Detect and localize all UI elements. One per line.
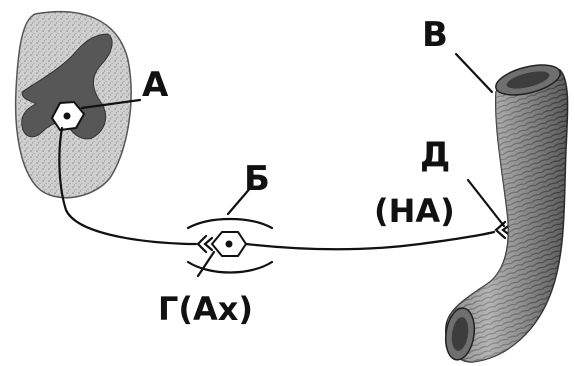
label-d: Д (420, 135, 450, 175)
label-a: А (142, 65, 169, 105)
neuron-a-nucleus (64, 113, 71, 120)
label-d-sub: (НА) (374, 192, 455, 230)
leader-g (198, 252, 214, 276)
label-g: Г(Ах) (158, 290, 253, 328)
label-b: Б (244, 159, 270, 199)
ganglion-neuron-nucleus (226, 241, 233, 248)
effector-organ-tube (443, 59, 568, 362)
postganglionic-fiber (246, 232, 494, 249)
leader-v (456, 54, 492, 92)
leader-d (468, 180, 504, 226)
label-v: В (422, 15, 448, 55)
ganglion-capsule-top (188, 219, 272, 228)
